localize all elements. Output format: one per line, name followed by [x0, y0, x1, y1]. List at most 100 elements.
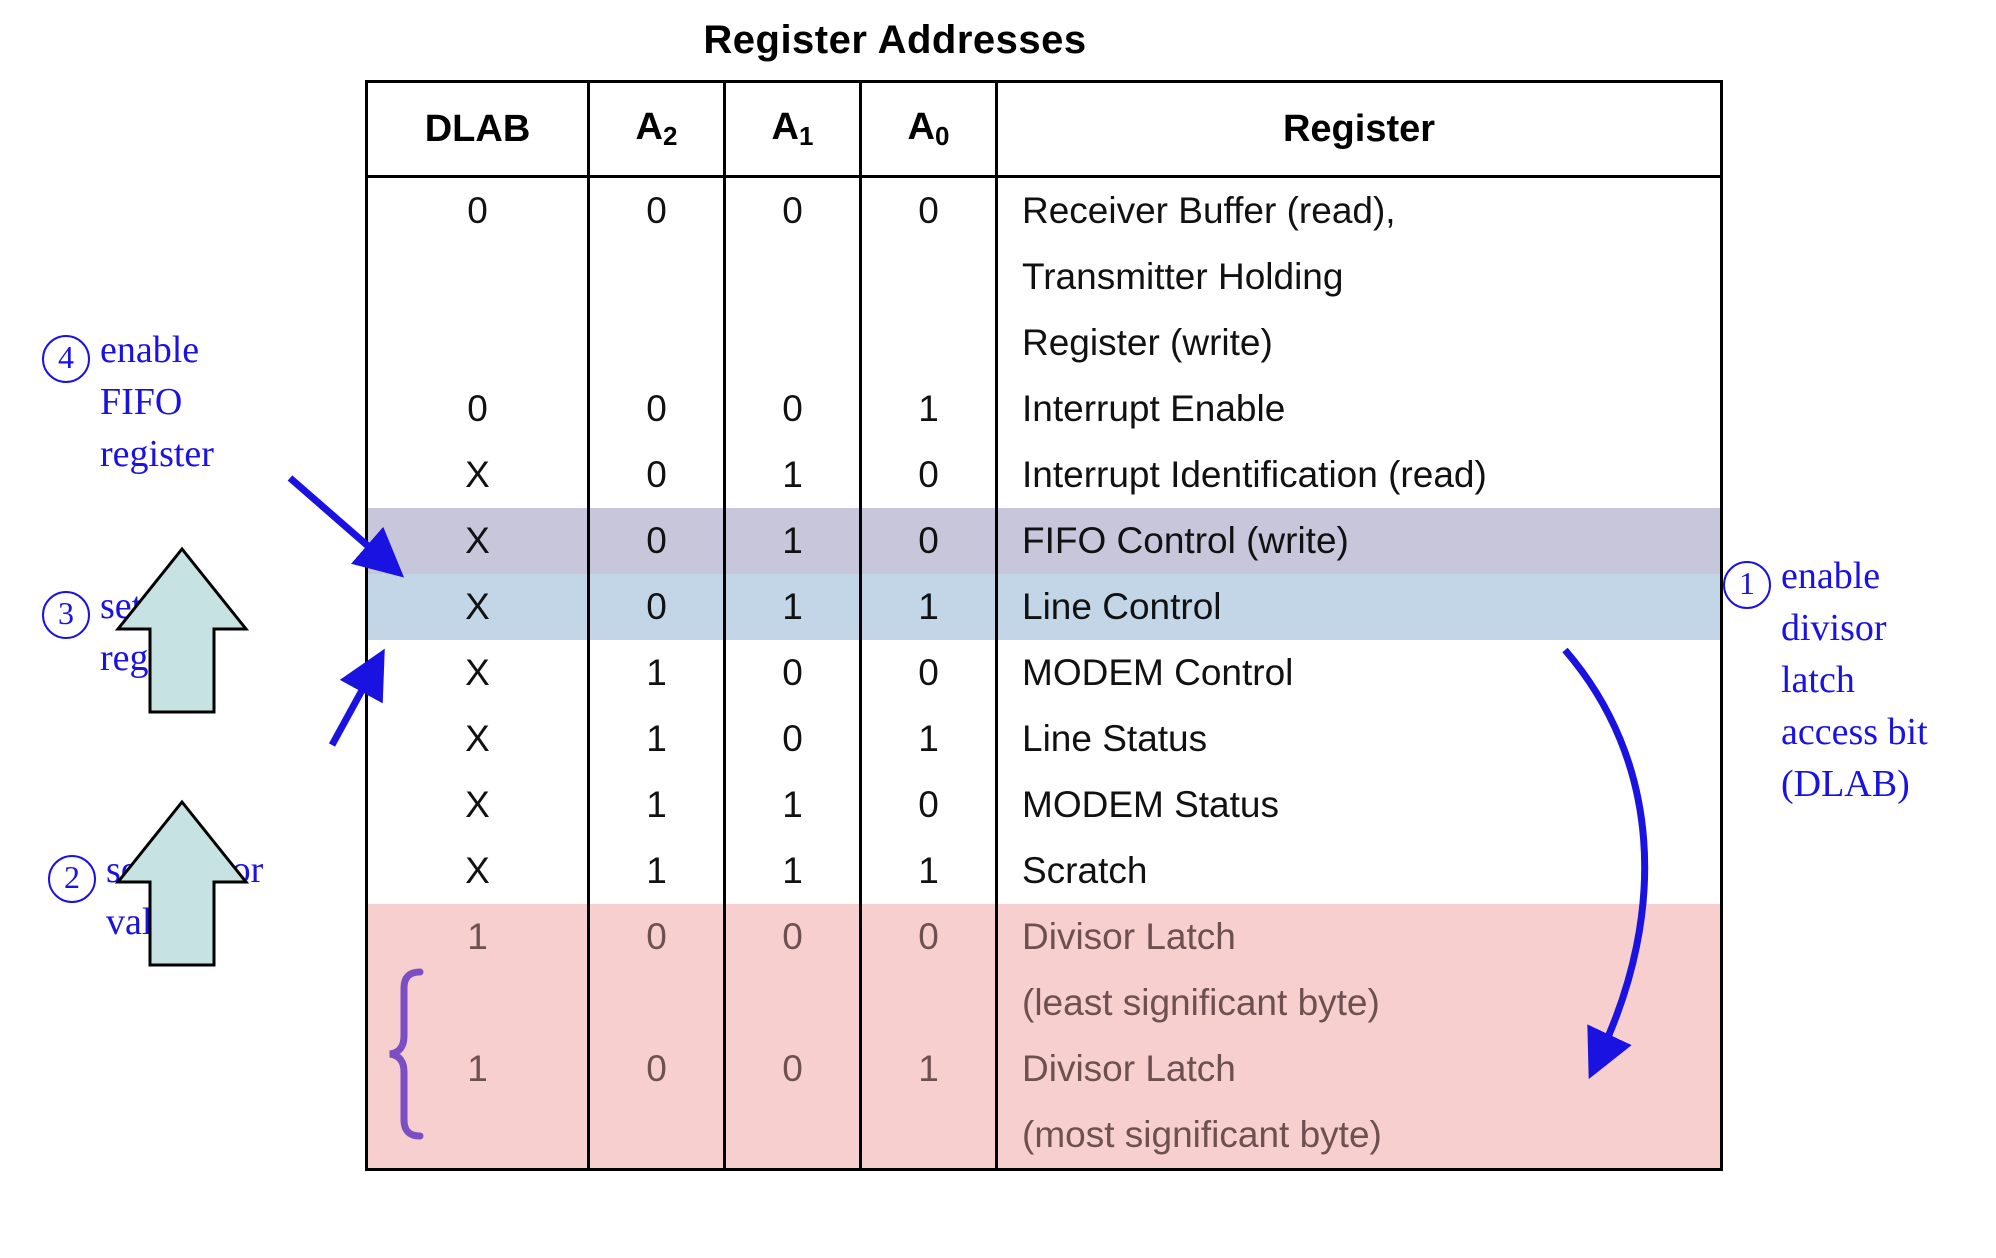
cell-register-name: Interrupt Enable: [995, 376, 1723, 442]
annotation-number-3: 3: [42, 591, 90, 639]
cell-register-name: FIFO Control (write): [995, 508, 1723, 574]
cell-dlab: X: [365, 442, 590, 508]
cell-a0: 0: [859, 772, 998, 838]
cell-register-name: MODEM Control: [995, 640, 1723, 706]
cell-a2: 1: [587, 706, 726, 772]
cell-a2: 0: [587, 442, 726, 508]
a1-base: A: [771, 106, 799, 148]
cell-dlab: X: [365, 574, 590, 640]
cell-a0: 1: [859, 838, 998, 904]
cell-register-name: Divisor Latch: [995, 1036, 1723, 1102]
cell-a2: [587, 310, 726, 376]
cell-dlab: X: [365, 838, 590, 904]
column-header-a0: A0: [859, 81, 998, 178]
page-title: Register Addresses: [703, 18, 1087, 62]
table-row: (least significant byte): [365, 970, 1723, 1036]
cell-a1: 0: [723, 640, 862, 706]
annotation-text-1: enable divisor latch access bit (DLAB): [1781, 555, 1928, 805]
annotation-number-2: 2: [48, 855, 96, 903]
cell-a0: [859, 970, 998, 1036]
a1-subscript: 1: [798, 121, 814, 151]
cell-a0: 0: [859, 508, 998, 574]
cell-a1: 0: [723, 904, 862, 970]
cell-dlab: 1: [365, 904, 590, 970]
annotation-text-2: set divisor value: [106, 849, 264, 943]
cell-a0: [859, 244, 998, 310]
column-header-a1: A1: [723, 81, 862, 178]
cell-a0: [859, 1102, 998, 1170]
cell-a2: 1: [587, 838, 726, 904]
cell-a2: 1: [587, 640, 726, 706]
cell-a0: 0: [859, 640, 998, 706]
cell-a1: 1: [723, 574, 862, 640]
cell-a2: 0: [587, 508, 726, 574]
cell-a0: 0: [859, 176, 998, 244]
annotation-number-4: 4: [42, 335, 90, 383]
cell-a2: 0: [587, 1036, 726, 1102]
cell-a1: 0: [723, 1036, 862, 1102]
cell-a2: [587, 970, 726, 1036]
cell-dlab: X: [365, 772, 590, 838]
a0-subscript: 0: [934, 121, 950, 151]
cell-a1: 0: [723, 376, 862, 442]
cell-a1: 1: [723, 838, 862, 904]
column-header-register: Register: [995, 81, 1723, 178]
a0-base: A: [907, 106, 935, 148]
annotation-number-1: 1: [1723, 561, 1771, 609]
table-row: (most significant byte): [365, 1102, 1723, 1170]
cell-dlab: [365, 310, 590, 376]
cell-a1: 0: [723, 706, 862, 772]
cell-a0: 1: [859, 706, 998, 772]
cell-a0: 0: [859, 442, 998, 508]
cell-a2: 0: [587, 904, 726, 970]
cell-dlab: X: [365, 508, 590, 574]
cell-dlab: X: [365, 706, 590, 772]
a2-subscript: 2: [662, 121, 678, 151]
table-row: Register (write): [365, 310, 1723, 376]
cell-dlab: [365, 1102, 590, 1170]
cell-a0: 1: [859, 1036, 998, 1102]
cell-a2: 0: [587, 574, 726, 640]
column-header-dlab: DLAB: [365, 81, 590, 178]
cell-a1: [723, 310, 862, 376]
cell-a1: [723, 244, 862, 310]
cell-register-name: Interrupt Identification (read): [995, 442, 1723, 508]
cell-a1: [723, 1102, 862, 1170]
cell-a2: 1: [587, 772, 726, 838]
cell-a0: 0: [859, 904, 998, 970]
cell-a2: [587, 244, 726, 310]
table-row: Transmitter Holding: [365, 244, 1723, 310]
cell-a2: 0: [587, 176, 726, 244]
cell-a0: 1: [859, 574, 998, 640]
cell-register-name: Divisor Latch: [995, 904, 1723, 970]
cell-a2: 0: [587, 376, 726, 442]
cell-register-name: Receiver Buffer (read),: [995, 176, 1723, 244]
cell-register-name: (least significant byte): [995, 970, 1723, 1036]
cell-register-name: (most significant byte): [995, 1102, 1723, 1170]
annotation-text-4: enable FIFO register: [100, 329, 214, 475]
cell-a1: 0: [723, 176, 862, 244]
table-header: DLAB A2 A1 A0 Register: [365, 81, 1723, 178]
cell-a1: 1: [723, 442, 862, 508]
column-header-a2: A2: [587, 81, 726, 178]
cell-register-name: Line Control: [995, 574, 1723, 640]
cell-a1: [723, 970, 862, 1036]
cell-register-name: Transmitter Holding: [995, 244, 1723, 310]
cell-dlab: 0: [365, 376, 590, 442]
cell-dlab: [365, 244, 590, 310]
cell-register-name: Register (write): [995, 310, 1723, 376]
cell-dlab: X: [365, 640, 590, 706]
